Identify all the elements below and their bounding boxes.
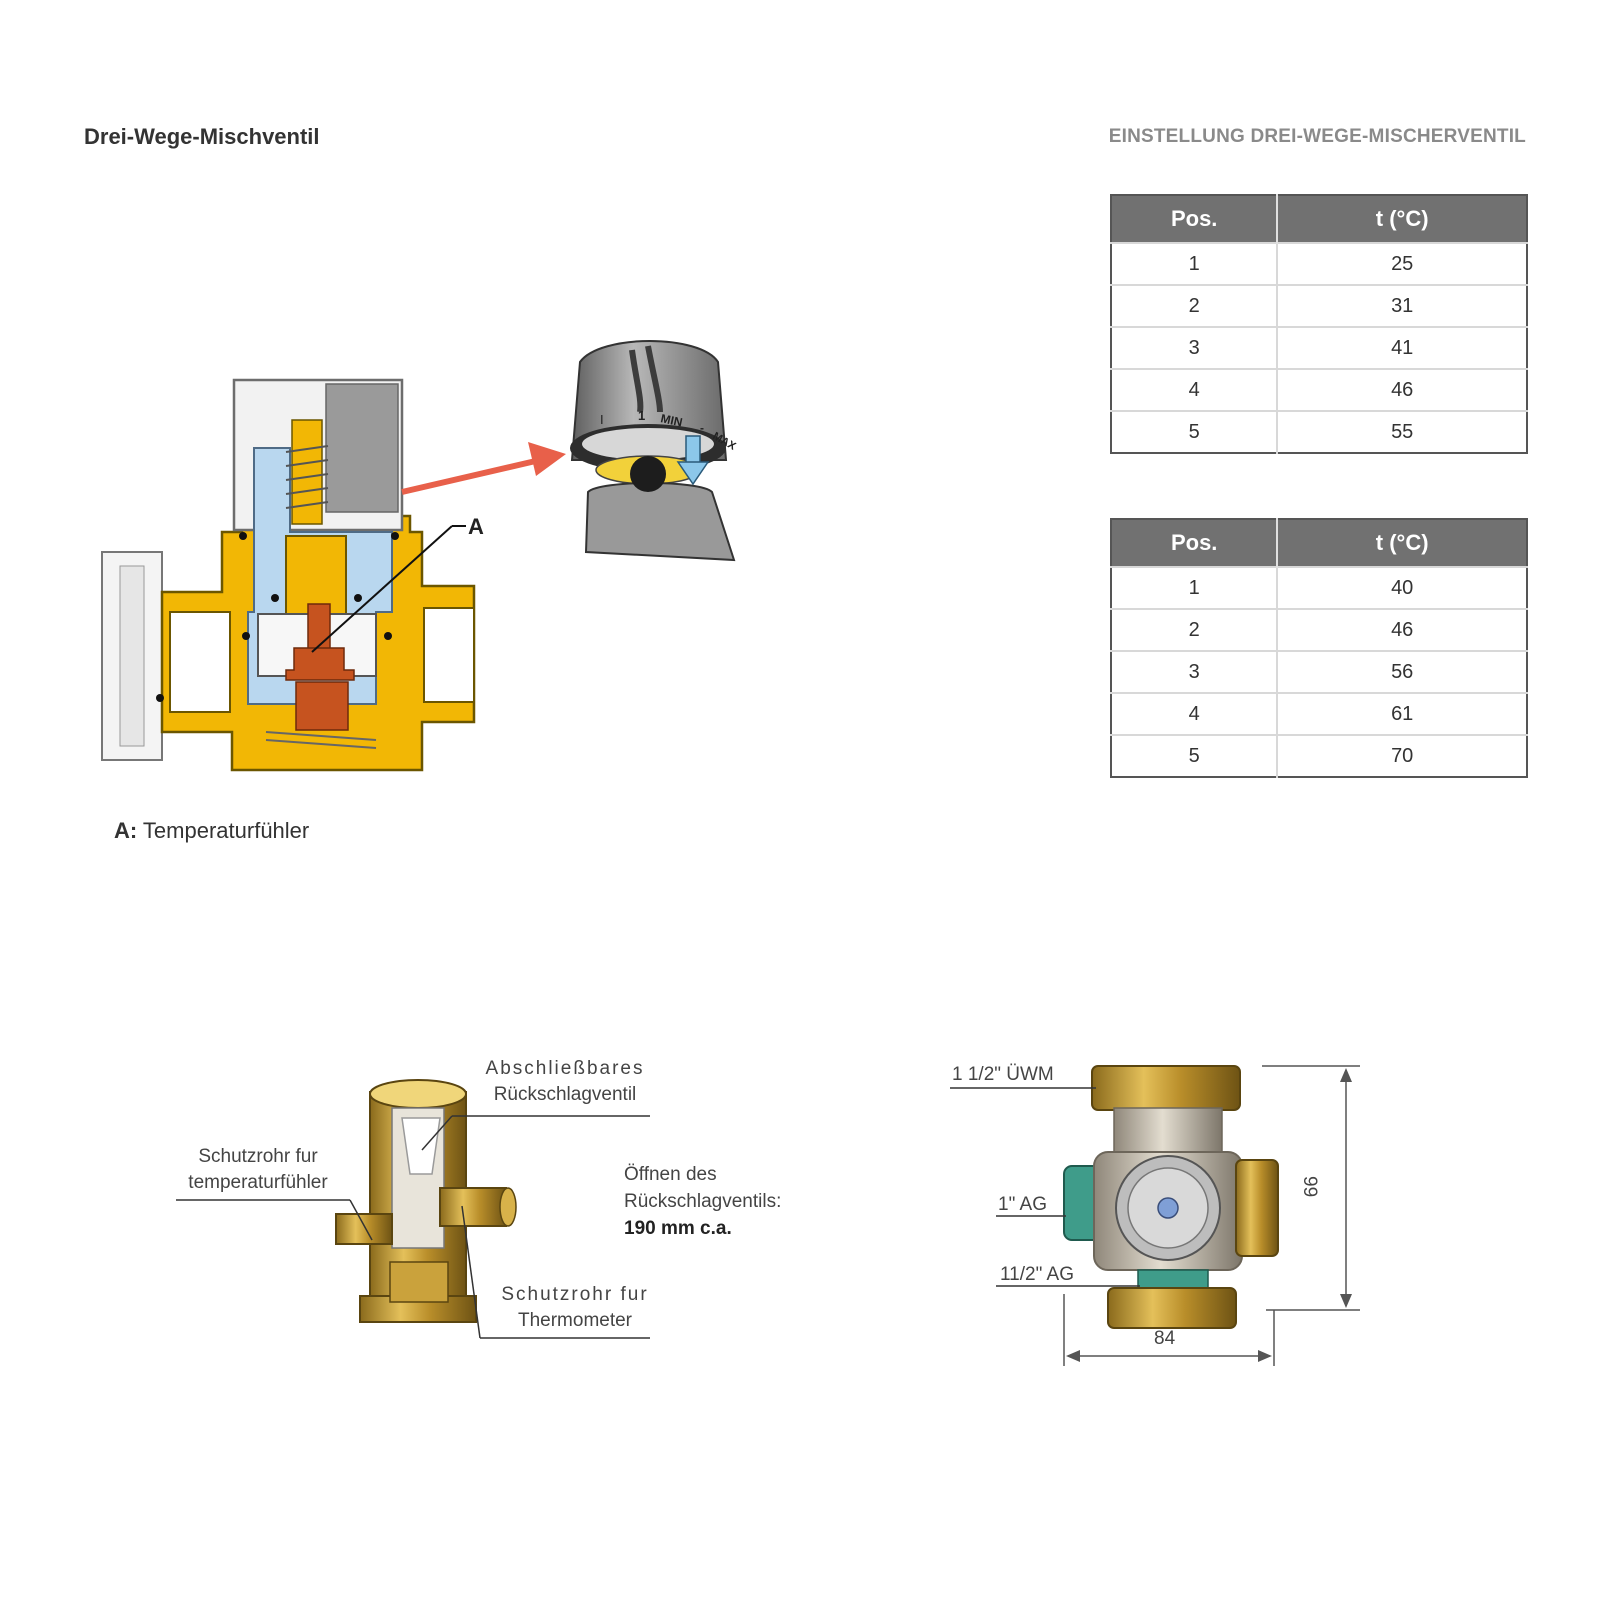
label-side-port: 1" AG	[998, 1194, 1047, 1215]
cell-pos: 3	[1111, 326, 1279, 369]
cell-temp: 56	[1277, 650, 1527, 693]
cell-pos: 5	[1111, 410, 1279, 453]
cell-pos: 5	[1111, 734, 1279, 777]
cell-pos: 2	[1111, 284, 1279, 327]
label-top-port: 1 1/2" ÜWM	[952, 1064, 1054, 1085]
cell-temp: 31	[1277, 284, 1527, 327]
label-sensor-tube-2: temperaturfühler	[188, 1172, 328, 1193]
knob-mark-min: MIN	[659, 411, 683, 429]
cutaway-valve	[335, 1079, 517, 1323]
cell-pos: 2	[1111, 608, 1279, 651]
cell-temp: 46	[1277, 368, 1527, 411]
knob-mark-i: I	[600, 412, 604, 427]
column-header-temp: t (°C)	[1277, 195, 1527, 243]
column-header-pos: Pos.	[1111, 195, 1279, 243]
column-header-pos: Pos.	[1111, 519, 1279, 567]
label-lockable-check-valve-1: Abschließbares	[485, 1058, 645, 1079]
cell-pos: 4	[1111, 368, 1279, 411]
label-thermometer-tube-2: Thermometer	[517, 1310, 633, 1331]
cell-temp: 70	[1277, 734, 1527, 777]
temperature-knob: I 1 MIN - MAX	[570, 340, 738, 562]
caption-temperature-sensor: A: Temperaturfühler	[114, 818, 309, 844]
cell-temp: 40	[1277, 566, 1527, 609]
label-thermometer-tube-1: Schutzrohr fur	[501, 1284, 649, 1305]
table-header-row: Pos. t (°C)	[1111, 195, 1527, 243]
pointer-arrow	[401, 442, 566, 495]
page-title: Drei-Wege-Mischventil	[84, 124, 320, 149]
cell-pos: 3	[1111, 650, 1279, 693]
cell-temp: 46	[1277, 608, 1527, 651]
label-bottom-port: 11/2" AG	[1000, 1264, 1074, 1285]
cutaway-leaders	[176, 1115, 650, 1339]
cell-pos: 1	[1111, 242, 1279, 285]
cell-pos: 1	[1111, 566, 1279, 609]
label-opening-2: Rückschlagventils:	[624, 1191, 782, 1212]
label-opening-value: 190 mm c.a.	[624, 1218, 732, 1239]
label-opening-1: Öffnen des	[624, 1164, 717, 1185]
mixing-valve-cross-section: A	[101, 378, 484, 772]
label-height-dimension: 99	[1299, 1176, 1320, 1198]
dimension-lines	[950, 1065, 1360, 1366]
cell-temp: 61	[1277, 692, 1527, 735]
cell-temp: 55	[1277, 410, 1527, 453]
label-lockable-check-valve-2: Rückschlagventil	[493, 1084, 637, 1105]
marker-a-label: A	[468, 514, 484, 539]
column-header-temp: t (°C)	[1277, 519, 1527, 567]
knob-mark-dash: -	[700, 421, 704, 435]
caption-text: Temperaturfühler	[137, 818, 310, 843]
label-sensor-tube-1: Schutzrohr fur	[198, 1146, 318, 1167]
dimension-valve	[1063, 1065, 1279, 1329]
label-width-dimension: 84	[1154, 1328, 1176, 1349]
section-heading: EINSTELLUNG DREI-WEGE-MISCHERVENTIL	[1108, 126, 1526, 147]
cell-temp: 41	[1277, 326, 1527, 369]
table-header-row: Pos. t (°C)	[1111, 519, 1527, 567]
cell-pos: 4	[1111, 692, 1279, 735]
caption-key: A:	[114, 818, 138, 843]
cell-temp: 25	[1277, 242, 1527, 285]
knob-mark-1: 1	[638, 408, 645, 423]
